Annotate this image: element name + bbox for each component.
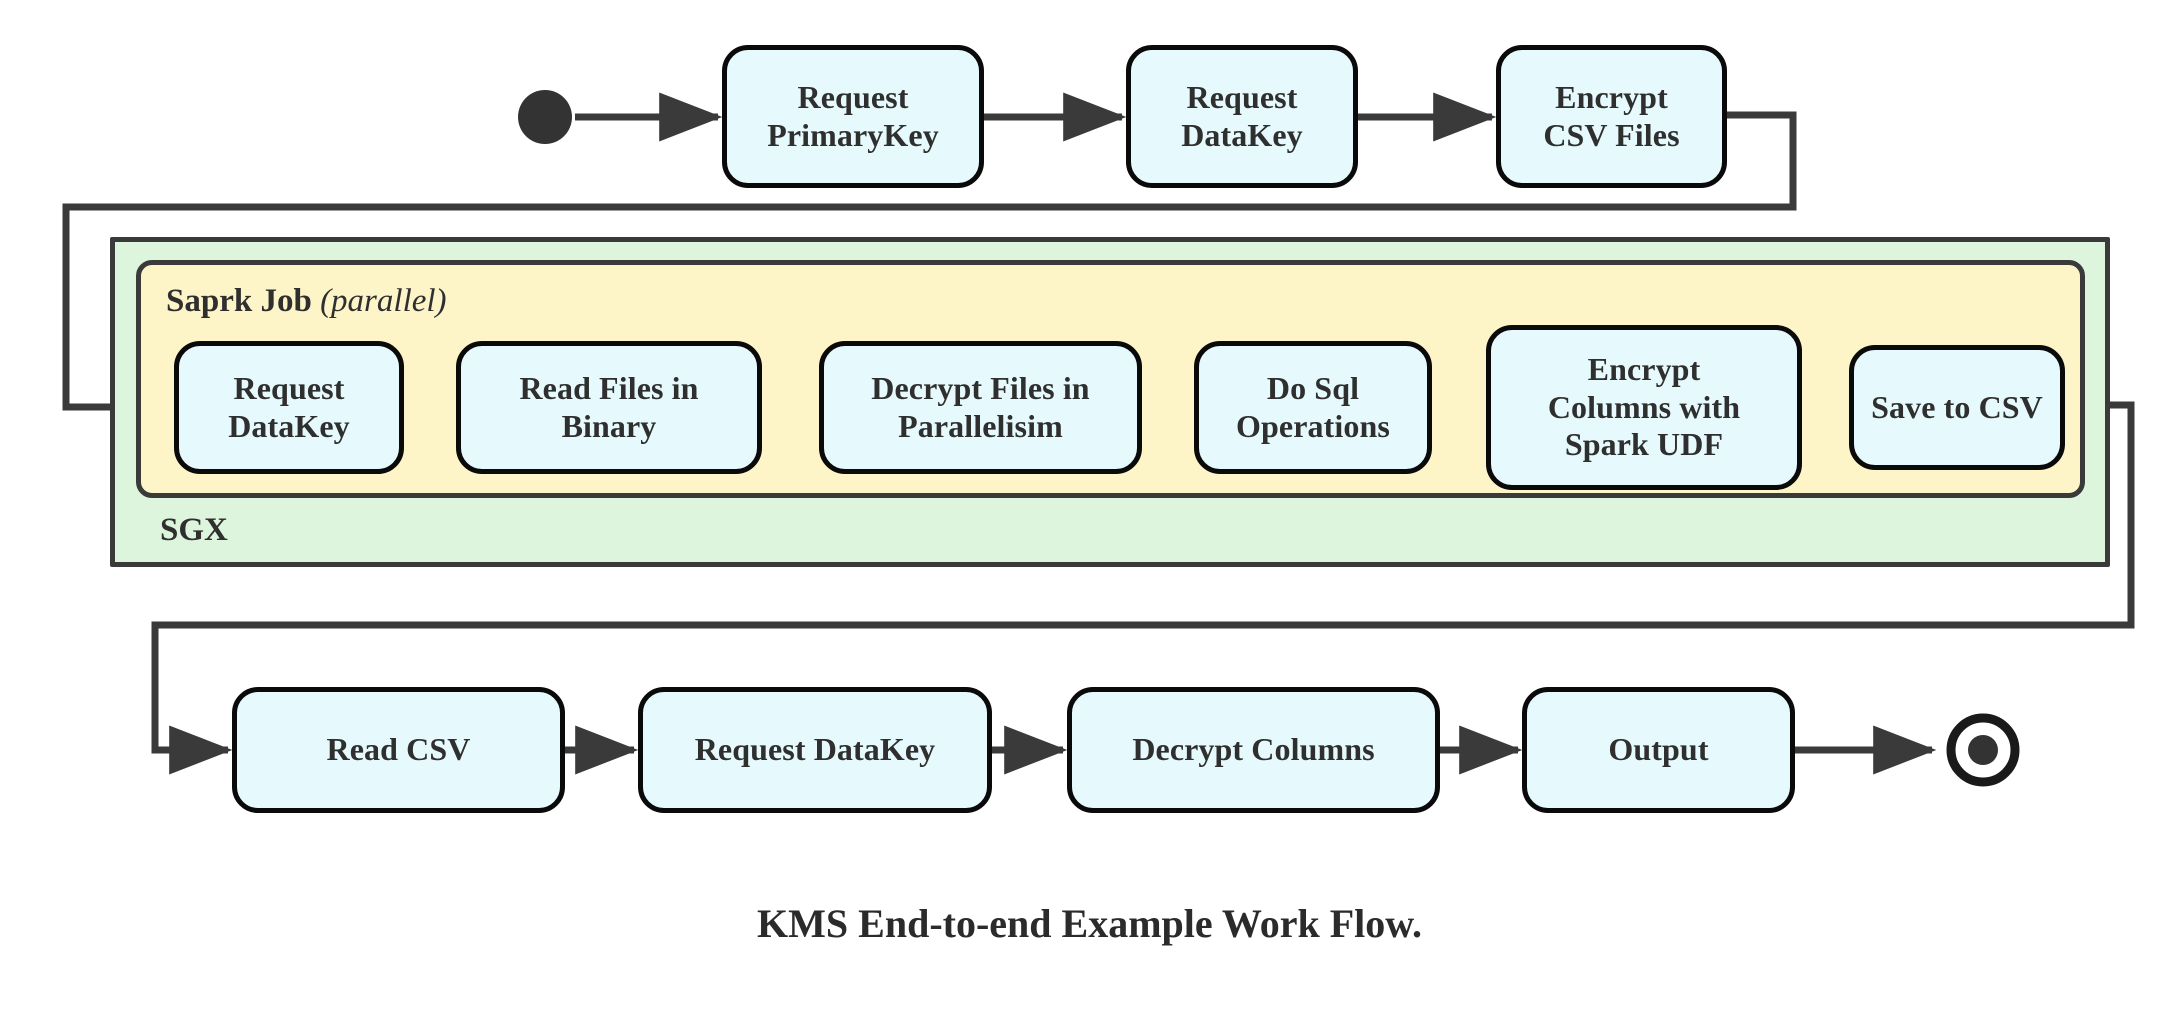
end-node — [1946, 713, 2020, 787]
node-decrypt-columns[interactable]: Decrypt Columns — [1067, 687, 1440, 813]
node-read-csv[interactable]: Read CSV — [232, 687, 565, 813]
node-request-datakey-top-label: Request DataKey — [1181, 78, 1303, 153]
spark-job-title-italic: (parallel) — [320, 283, 447, 319]
node-save-to-csv[interactable]: Save to CSV — [1849, 345, 2065, 470]
node-read-csv-label: Read CSV — [326, 731, 471, 768]
node-encrypt-columns-with-spark-udf[interactable]: Encrypt Columns with Spark UDF — [1486, 325, 1802, 490]
spark-job-title: Saprk Job (parallel) — [166, 283, 447, 320]
spark-job-title-bold: Saprk Job — [166, 283, 312, 319]
node-decrypt-files-in-parallelisim-label: Decrypt Files in Parallelisim — [871, 369, 1090, 444]
node-encrypt-csv-files[interactable]: Encrypt CSV Files — [1496, 45, 1727, 188]
node-encrypt-columns-with-spark-udf-label: Encrypt Columns with Spark UDF — [1547, 350, 1741, 463]
start-node — [518, 90, 572, 144]
diagram-caption: KMS End-to-end Example Work Flow. — [757, 901, 1422, 946]
node-request-datakey-out-label: Request DataKey — [694, 731, 936, 768]
node-read-files-in-binary[interactable]: Read Files in Binary — [456, 341, 762, 474]
node-request-datakey-job[interactable]: Request DataKey — [174, 341, 404, 474]
node-request-datakey-top[interactable]: Request DataKey — [1126, 45, 1358, 188]
node-do-sql-operations-label: Do Sql Operations — [1236, 369, 1390, 444]
node-read-files-in-binary-label: Read Files in Binary — [519, 369, 699, 444]
node-request-primarykey-label: Request PrimaryKey — [767, 78, 939, 153]
sgx-label: SGX — [160, 512, 228, 548]
node-request-datakey-out[interactable]: Request DataKey — [638, 687, 992, 813]
node-output[interactable]: Output — [1522, 687, 1795, 813]
node-decrypt-columns-label: Decrypt Columns — [1132, 731, 1375, 768]
node-request-primarykey[interactable]: Request PrimaryKey — [722, 45, 984, 188]
node-decrypt-files-in-parallelisim[interactable]: Decrypt Files in Parallelisim — [819, 341, 1142, 474]
node-encrypt-csv-files-label: Encrypt CSV Files — [1543, 78, 1680, 153]
node-request-datakey-job-label: Request DataKey — [228, 369, 350, 444]
node-do-sql-operations[interactable]: Do Sql Operations — [1194, 341, 1432, 474]
node-save-to-csv-label: Save to CSV — [1871, 388, 2043, 425]
node-output-label: Output — [1608, 731, 1709, 768]
